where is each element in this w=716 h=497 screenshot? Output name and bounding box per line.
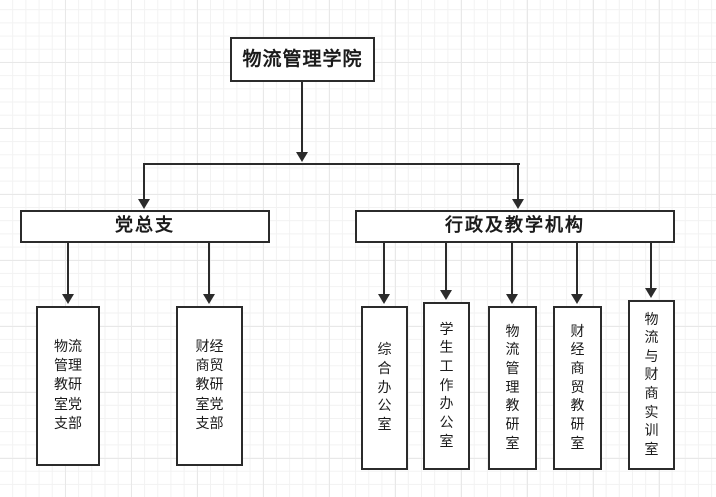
node-label: 财经 商贸 教研 室党 支部	[195, 338, 224, 432]
node-party-branch[interactable]: 党总支	[20, 210, 270, 243]
connector-admin-to-leaf-e	[511, 243, 513, 296]
arrowhead-admin-to-leaf-e	[506, 294, 518, 304]
connector-admin-to-leaf-f	[576, 243, 578, 296]
node-label: 综 合 办 公 室	[377, 342, 392, 433]
arrowhead-party-to-leaf-b	[203, 294, 215, 304]
arrowhead-root-to-bus	[296, 152, 308, 162]
connector-admin-to-leaf-d	[445, 243, 447, 292]
node-admin-teaching-org[interactable]: 行政及教学机构	[355, 210, 675, 243]
arrowhead-party-to-leaf-a	[62, 294, 74, 304]
node-label: 物 流 与 财 商 实 训 室	[644, 311, 659, 458]
connector-admin-to-leaf-c	[383, 243, 385, 296]
arrowhead-admin-to-leaf-d	[440, 290, 452, 300]
node-label: 财 经 商 贸 教 研 室	[570, 323, 585, 452]
connector-root-to-bus	[301, 82, 303, 153]
node-label: 物 流 管 理 教 研 室	[505, 323, 520, 452]
node-label: 党总支	[115, 215, 175, 237]
connector-bus-to-party	[143, 163, 145, 201]
node-finance-trade-teaching-office[interactable]: 财 经 商 贸 教 研 室	[553, 306, 602, 470]
connector-party-to-leaf-a	[67, 243, 69, 296]
node-label: 行政及教学机构	[445, 215, 585, 237]
connector-bus-horizontal	[143, 163, 520, 165]
arrowhead-admin-to-leaf-f	[571, 294, 583, 304]
node-logistics-finance-training-room[interactable]: 物 流 与 财 商 实 训 室	[628, 300, 675, 470]
node-logistics-management-teaching-office[interactable]: 物 流 管 理 教 研 室	[488, 306, 537, 470]
arrowhead-admin-to-leaf-c	[378, 294, 390, 304]
node-root-college[interactable]: 物流管理学院	[230, 37, 375, 82]
arrowhead-bus-to-party	[138, 199, 150, 209]
arrowhead-bus-to-admin	[512, 199, 524, 209]
node-general-office[interactable]: 综 合 办 公 室	[361, 306, 408, 470]
node-label: 物流管理学院	[242, 47, 363, 70]
node-student-affairs-office[interactable]: 学 生 工 作 办 公 室	[423, 302, 470, 470]
node-logistics-teaching-party-branch[interactable]: 物流 管理 教研 室党 支部	[36, 306, 100, 466]
arrowhead-admin-to-leaf-g	[645, 288, 657, 298]
node-label: 学 生 工 作 办 公 室	[439, 321, 454, 450]
connector-bus-to-admin	[517, 163, 519, 201]
node-finance-trade-teaching-party-branch[interactable]: 财经 商贸 教研 室党 支部	[176, 306, 243, 466]
connector-party-to-leaf-b	[208, 243, 210, 296]
connector-admin-to-leaf-g	[650, 243, 652, 290]
node-label: 物流 管理 教研 室党 支部	[54, 338, 82, 432]
